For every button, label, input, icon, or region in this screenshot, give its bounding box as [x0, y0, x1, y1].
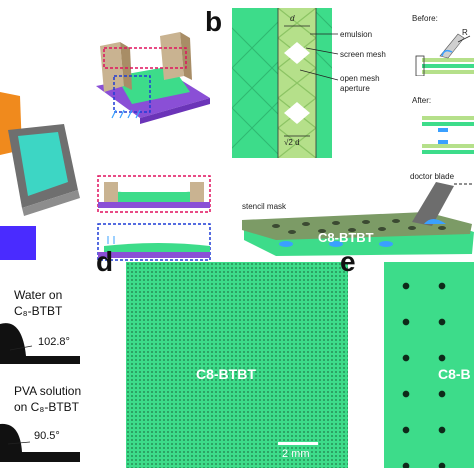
open-mesh-label: open mesh — [340, 74, 380, 83]
pva-label: PVA solution — [14, 384, 82, 398]
purple-slide — [0, 226, 36, 260]
water-droplet — [0, 323, 80, 364]
deposits — [279, 241, 393, 247]
tan-block-left-side — [120, 42, 132, 90]
open-aperture-1 — [284, 42, 310, 64]
micrograph-e — [384, 262, 474, 468]
emulsion-label: emulsion — [340, 30, 373, 39]
substrate-side — [140, 98, 210, 124]
panel-label-b: b — [205, 6, 223, 37]
panel-label-e: e — [340, 246, 356, 277]
before-diagram — [415, 33, 474, 76]
mask-holes — [272, 219, 446, 234]
ink-bead — [424, 219, 446, 224]
cross-section-blue-box — [97, 223, 211, 261]
pva-substrate-label: on C₈-BTBT — [14, 400, 79, 414]
cross-section-red-box — [97, 175, 211, 213]
open-mesh-label-2: aperture — [340, 84, 370, 93]
water-label: Water on — [14, 288, 63, 302]
scale-bar — [278, 442, 318, 445]
cross-red-block-right — [190, 182, 204, 202]
tan-block-left — [100, 42, 124, 92]
mesh-sqrt-label: √2 d — [284, 138, 300, 147]
screen-mesh-label: screen mesh — [340, 50, 386, 59]
before-label: Before: — [412, 14, 438, 23]
doctor-blade-label: doctor blade — [410, 172, 455, 181]
pva-droplet — [0, 423, 80, 462]
panel-a-illustration — [0, 32, 211, 261]
water-substrate-label: C₈-BTBT — [14, 304, 63, 318]
tan-block-right — [160, 32, 184, 80]
r-label: R — [462, 28, 468, 37]
open-aperture-2 — [284, 102, 310, 124]
cross-blue-arrows — [107, 236, 115, 244]
panel-label-d: d — [96, 246, 114, 277]
after-label: After: — [412, 96, 432, 105]
mesh-diagram — [232, 8, 332, 158]
cross-red-block-left — [104, 182, 118, 202]
cross-red-base — [98, 202, 210, 208]
dashed-box-blue — [113, 75, 151, 113]
stencil-mask-label: stencil mask — [242, 202, 287, 211]
mesh-leader-lines — [300, 33, 339, 81]
stencil-material-label: C8-BTBT — [318, 230, 374, 245]
micrograph-d — [126, 262, 348, 468]
doctor-blade — [412, 182, 454, 226]
after-diagram — [422, 116, 474, 154]
cross-red-film — [112, 191, 196, 202]
tray-side — [22, 190, 80, 216]
dashed-box-red — [103, 47, 187, 69]
water-angle: 102.8° — [38, 336, 70, 348]
micrograph-e-label: C8-B — [438, 366, 471, 382]
tray-inner — [18, 132, 68, 196]
pva-angle: 90.5° — [34, 430, 60, 442]
scale-bar-label: 2 mm — [282, 448, 310, 460]
cross-blue-base — [98, 252, 210, 258]
stencil-process-diagram — [242, 182, 474, 256]
mesh-d-label: d — [290, 14, 295, 23]
cross-blue-film — [104, 243, 210, 252]
flow-arrows — [111, 109, 141, 119]
micrograph-d-label: C8-BTBT — [196, 366, 256, 382]
